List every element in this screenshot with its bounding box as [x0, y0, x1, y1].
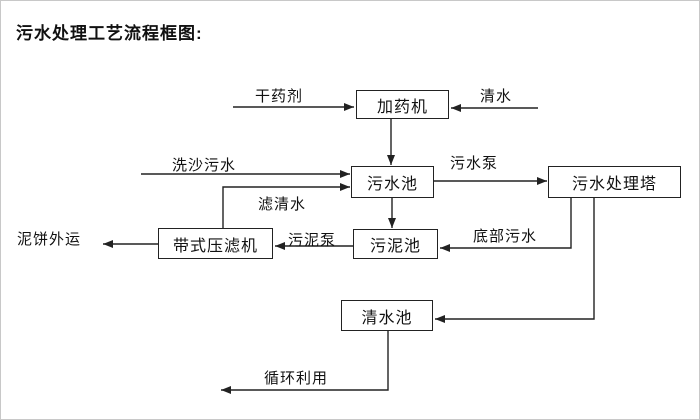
flow-label-sludge-pump: 污泥泵: [288, 232, 337, 249]
flow-label-filtered-clean-water: 滤清水: [258, 196, 307, 213]
node-dosing-machine: 加药机: [356, 90, 449, 119]
arrow-tower-to-clean-water-pool: [435, 198, 595, 323]
flow-label-dry-chemical: 干药剂: [255, 88, 304, 105]
flow-label-clean-water: 清水: [480, 88, 513, 105]
node-sewage-treatment-tower: 污水处理塔: [548, 166, 681, 198]
flow-label-recycle-use: 循环利用: [264, 370, 329, 387]
page-title: 污水处理工艺流程框图:: [16, 24, 203, 43]
arrow-filtered-water-press-to-sewage-pool: [222, 183, 350, 228]
node-sludge-pool: 污泥池: [353, 229, 438, 259]
arrow-recycle-use: [221, 331, 389, 394]
arrow-bottom-sewage-tower-to-sludge-pool: [440, 198, 572, 252]
node-sewage-pool: 污水池: [351, 166, 434, 198]
flow-label-mud-cake-outbound: 泥饼外运: [17, 231, 82, 248]
node-belt-filter-press: 带式压滤机: [158, 228, 273, 259]
flow-label-sand-washing-sewage: 洗沙污水: [172, 157, 237, 174]
flow-label-sewage-pump: 污水泵: [450, 155, 499, 172]
flow-label-bottom-sewage: 底部污水: [473, 228, 538, 245]
node-clean-water-pool: 清水池: [341, 300, 433, 331]
